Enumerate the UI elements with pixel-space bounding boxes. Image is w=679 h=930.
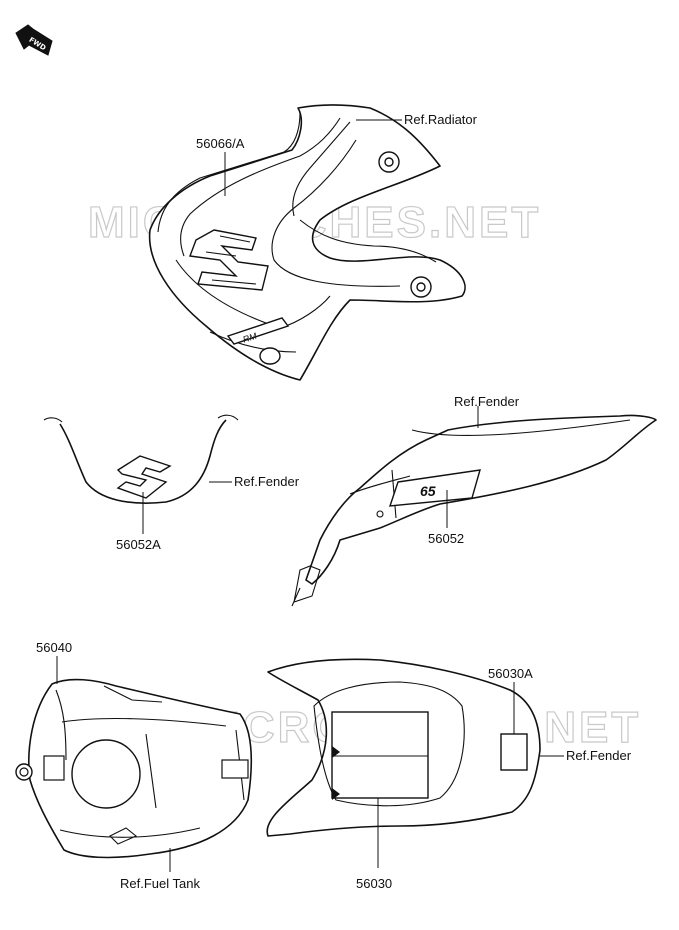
label-56030A-shape <box>500 733 528 771</box>
ref-fender-front-label: Ref.Fender <box>234 474 300 489</box>
part-no-56030A: 56030A <box>488 666 533 681</box>
part-no-56066A: 56066/A <box>196 136 245 151</box>
front-fender-drawing <box>43 414 239 504</box>
side-fender-drawing: 65 <box>291 414 657 607</box>
ref-fender-rear-label: Ref.Fender <box>566 748 632 763</box>
ref-radiator-label: Ref.Radiator <box>404 112 478 127</box>
part-no-56052A: 56052A <box>116 537 161 552</box>
ref-fuel-tank-label: Ref.Fuel Tank <box>120 876 200 891</box>
side-logo-text: 65 <box>420 483 436 499</box>
fwd-arrow-icon: FWD <box>15 24 53 56</box>
fuel-tank-drawing <box>15 678 253 859</box>
label-56030-shape <box>331 711 429 799</box>
ref-fender-side-label: Ref.Fender <box>454 394 520 409</box>
part-no-56030: 56030 <box>356 876 392 891</box>
part-no-56040: 56040 <box>36 640 72 655</box>
part-no-56052: 56052 <box>428 531 464 546</box>
shroud-decal-drawing: RM <box>148 104 466 381</box>
rear-fender-drawing <box>266 658 541 837</box>
shroud-logo-text: RM <box>242 331 259 345</box>
